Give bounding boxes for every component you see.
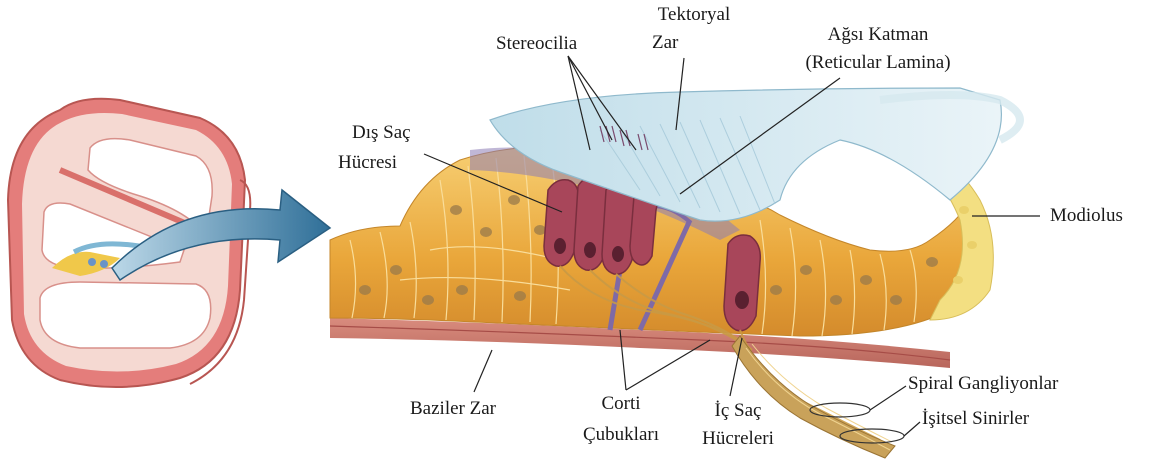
label-tektoryal-line2: Zar xyxy=(652,32,678,54)
label-modiolus: Modiolus xyxy=(1050,205,1123,227)
label-corti-line1: Corti xyxy=(566,393,676,415)
label-agsi-line1: Ağsı Katman xyxy=(778,24,978,46)
label-isitsel: İşitsel Sinirler xyxy=(922,408,1029,430)
inner-hair-cell xyxy=(724,235,760,331)
label-spiral: Spiral Gangliyonlar xyxy=(908,373,1058,395)
label-dis-sac-line1: Dış Saç xyxy=(352,122,411,144)
label-corti-line2: Çubukları xyxy=(566,424,676,446)
label-tektoryal-line1: Tektoryal xyxy=(652,4,736,26)
label-dis-sac-line2: Hücresi xyxy=(338,152,397,174)
label-agsi-line2: (Reticular Lamina) xyxy=(778,52,978,74)
label-baziler: Baziler Zar xyxy=(410,398,496,420)
label-ic-sac-line2: Hücreleri xyxy=(690,428,786,450)
label-ic-sac-line1: İç Saç xyxy=(690,400,786,422)
cochlea-cross-section xyxy=(8,99,250,387)
label-stereocilia: Stereocilia xyxy=(496,33,577,55)
